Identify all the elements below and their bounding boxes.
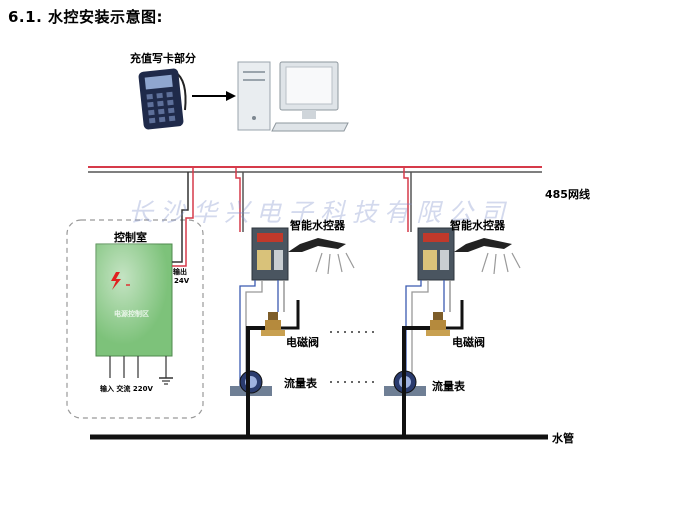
watermark: 长沙华兴电子科技有限公司	[128, 198, 513, 227]
pipe-label: 水管	[552, 432, 574, 445]
water-meter-icon	[230, 370, 272, 396]
computer-icon	[237, 61, 349, 132]
card-reader-icon	[138, 68, 187, 130]
bus-label: 485网线	[545, 188, 590, 201]
valve-label-1: 电磁阀	[286, 336, 319, 349]
meter-label-2: 流量表	[432, 380, 465, 393]
output-voltage-label: 24V	[174, 277, 190, 285]
power-control-box	[95, 243, 173, 357]
shower-icon	[315, 252, 355, 275]
controller-1-label: 智能水控器	[290, 219, 345, 232]
card-rw-label: 充值写卡部分	[130, 52, 196, 65]
output-label: 输出	[173, 268, 187, 276]
page-title: 6.1. 水控安装示意图:	[8, 8, 163, 26]
ground-icon	[159, 356, 173, 385]
valve-icon	[426, 312, 450, 336]
valve-label-2: 电磁阀	[452, 336, 485, 349]
arrow-icon	[192, 91, 236, 101]
meter-label-1: 流量表	[284, 377, 317, 390]
input-label: 输入 交流 220V	[100, 385, 153, 393]
controller-2-label: 智能水控器	[450, 219, 505, 232]
lightning-icon	[111, 272, 121, 290]
controller-1	[251, 227, 289, 281]
power-zone-label: 电源控制区	[114, 310, 149, 318]
valve-icon	[261, 312, 285, 336]
control-room-label: 控制室	[114, 231, 147, 244]
shower-icon	[481, 252, 521, 275]
controller-2	[417, 227, 455, 281]
